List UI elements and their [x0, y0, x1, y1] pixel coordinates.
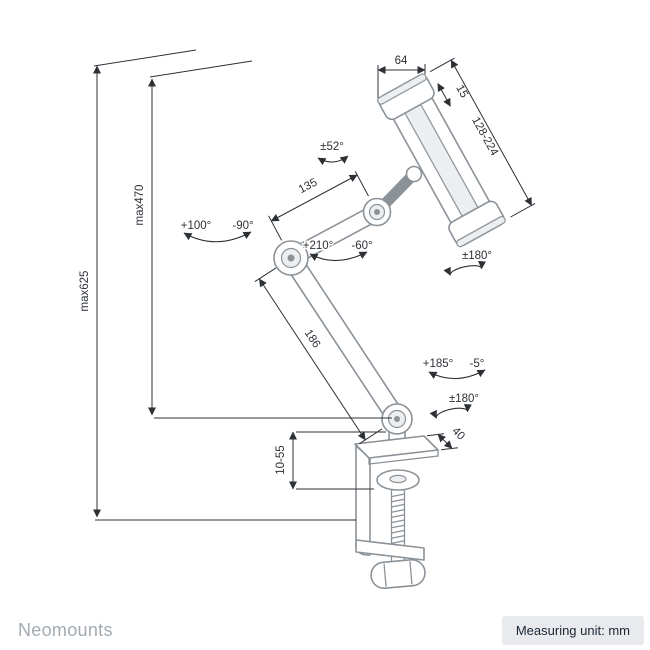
clamp-screw-pad-center: [389, 474, 407, 484]
clamp-top-plate-underside: [368, 449, 439, 465]
shoulder-down-label: -5°: [470, 358, 485, 370]
holder-rotation-ellipse: [443, 260, 487, 276]
clamp-back-bracket: [355, 445, 371, 556]
arm-drawing: max625 max470 135 186 10-55 40 64: [78, 49, 536, 590]
upper-arm-length-label: 135: [297, 177, 320, 197]
angle-holder-rotation: ±180°: [443, 249, 494, 276]
mid-rotation-arrow: [309, 251, 368, 262]
clamp-depth-label: 40: [449, 425, 467, 443]
angle-mid-joint: +210° -60°: [301, 239, 374, 262]
max625-label: max625: [79, 271, 91, 312]
measuring-unit-badge: Measuring unit: mm: [501, 616, 644, 645]
angle-shoulder: +185° -5°: [421, 357, 486, 380]
clamp-knob: [370, 558, 426, 590]
elbow-rotation-arrow: [183, 231, 252, 243]
holder-tilt-label: ±52°: [320, 141, 344, 153]
holder-bottom-jaw-lip: [456, 215, 506, 248]
elbow-up-label: +100°: [181, 220, 212, 232]
dimension-max625: max625: [78, 49, 356, 521]
lower-arm-segment: [282, 252, 406, 425]
mid-up-label: +210°: [303, 240, 334, 252]
base-rotation-ellipse: [429, 404, 472, 419]
holder-width-label: 64: [395, 55, 408, 67]
shoulder-joint: [381, 403, 413, 435]
dimension-10-55: 10-55: [274, 431, 386, 490]
clamp-top-plate: [354, 435, 439, 459]
angle-holder-tilt: ±52°: [317, 140, 349, 166]
desk-clamp: [354, 435, 439, 590]
clamp-range-label: 10-55: [275, 445, 287, 474]
max470-label: max470: [134, 185, 146, 226]
holder-rotation-label: ±180°: [462, 250, 492, 262]
lower-arm-length-label: 186: [302, 328, 323, 351]
elbow-joint: [273, 240, 309, 276]
base-rotation-label: ±180°: [449, 393, 479, 405]
tilt-hinge: [405, 165, 423, 183]
dimension-64: 64: [377, 54, 426, 98]
angle-base-rotation: ±180°: [429, 392, 481, 419]
tablet-holder: [377, 73, 506, 248]
holder-depth-label: 15: [453, 83, 470, 100]
shoulder-rotation-arrow: [428, 369, 486, 380]
shoulder-up-label: +185°: [423, 358, 454, 370]
neomounts-logo: Neomounts: [18, 620, 113, 640]
clamp-bottom-jaw: [355, 539, 425, 561]
wrist-joint: [362, 197, 392, 227]
holder-tilt-arrow: [317, 155, 349, 166]
elbow-down-label: -90°: [232, 220, 253, 232]
holder-top-jaw-lip: [377, 73, 427, 105]
mid-down-label: -60°: [351, 240, 372, 252]
angle-elbow: +100° -90°: [179, 219, 255, 243]
dimension-15: 15: [437, 82, 471, 107]
